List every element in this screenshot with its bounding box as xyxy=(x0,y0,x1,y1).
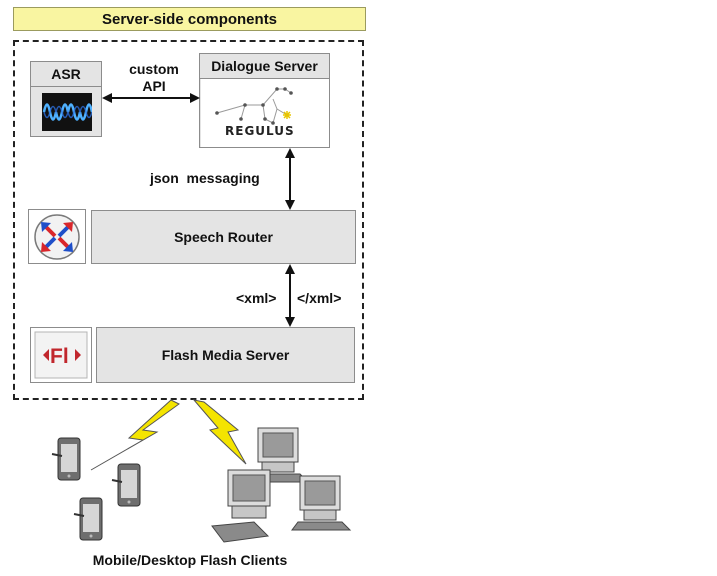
asr-box: ASR xyxy=(30,61,102,137)
asr-label: ASR xyxy=(31,62,101,87)
waveform-icon xyxy=(42,93,94,131)
flash-logo-text: Fl xyxy=(50,345,69,368)
regulus-logo-text: REGULUS xyxy=(225,124,295,138)
asr-dialogue-arrow xyxy=(102,93,200,103)
xml-close-label: </xml> xyxy=(297,290,342,306)
server-side-container xyxy=(13,40,364,400)
lightning-bolt-right-icon xyxy=(192,399,247,465)
flash-media-server-box: Flash Media Server xyxy=(96,327,355,383)
mobile-device-icon xyxy=(111,463,141,507)
flash-player-icon: Fl xyxy=(34,331,88,379)
router-flash-arrow xyxy=(285,264,295,327)
lightning-bolt-left-icon xyxy=(90,399,180,471)
mobile-device-icon xyxy=(51,437,81,481)
server-side-title: Server-side components xyxy=(13,7,366,31)
desktop-computer-icon xyxy=(291,475,352,531)
speech-router-box: Speech Router xyxy=(91,210,356,264)
xml-open-label: <xml> xyxy=(236,290,277,306)
mobile-device-icon xyxy=(73,497,103,541)
dialogue-router-arrow xyxy=(285,148,295,210)
router-icon-box xyxy=(28,209,86,264)
flash-icon-box: Fl xyxy=(30,327,92,383)
dialogue-server-box: Dialogue Server REGULUS xyxy=(199,53,330,148)
custom-api-label: custom API xyxy=(129,61,179,94)
json-messaging-label: json messaging xyxy=(150,170,260,186)
regulus-logo: REGULUS xyxy=(201,79,329,147)
router-icon xyxy=(34,214,80,260)
clients-label: Mobile/Desktop Flash Clients xyxy=(92,552,288,568)
desktop-computer-icon xyxy=(211,469,271,543)
dialogue-server-label: Dialogue Server xyxy=(200,54,329,79)
